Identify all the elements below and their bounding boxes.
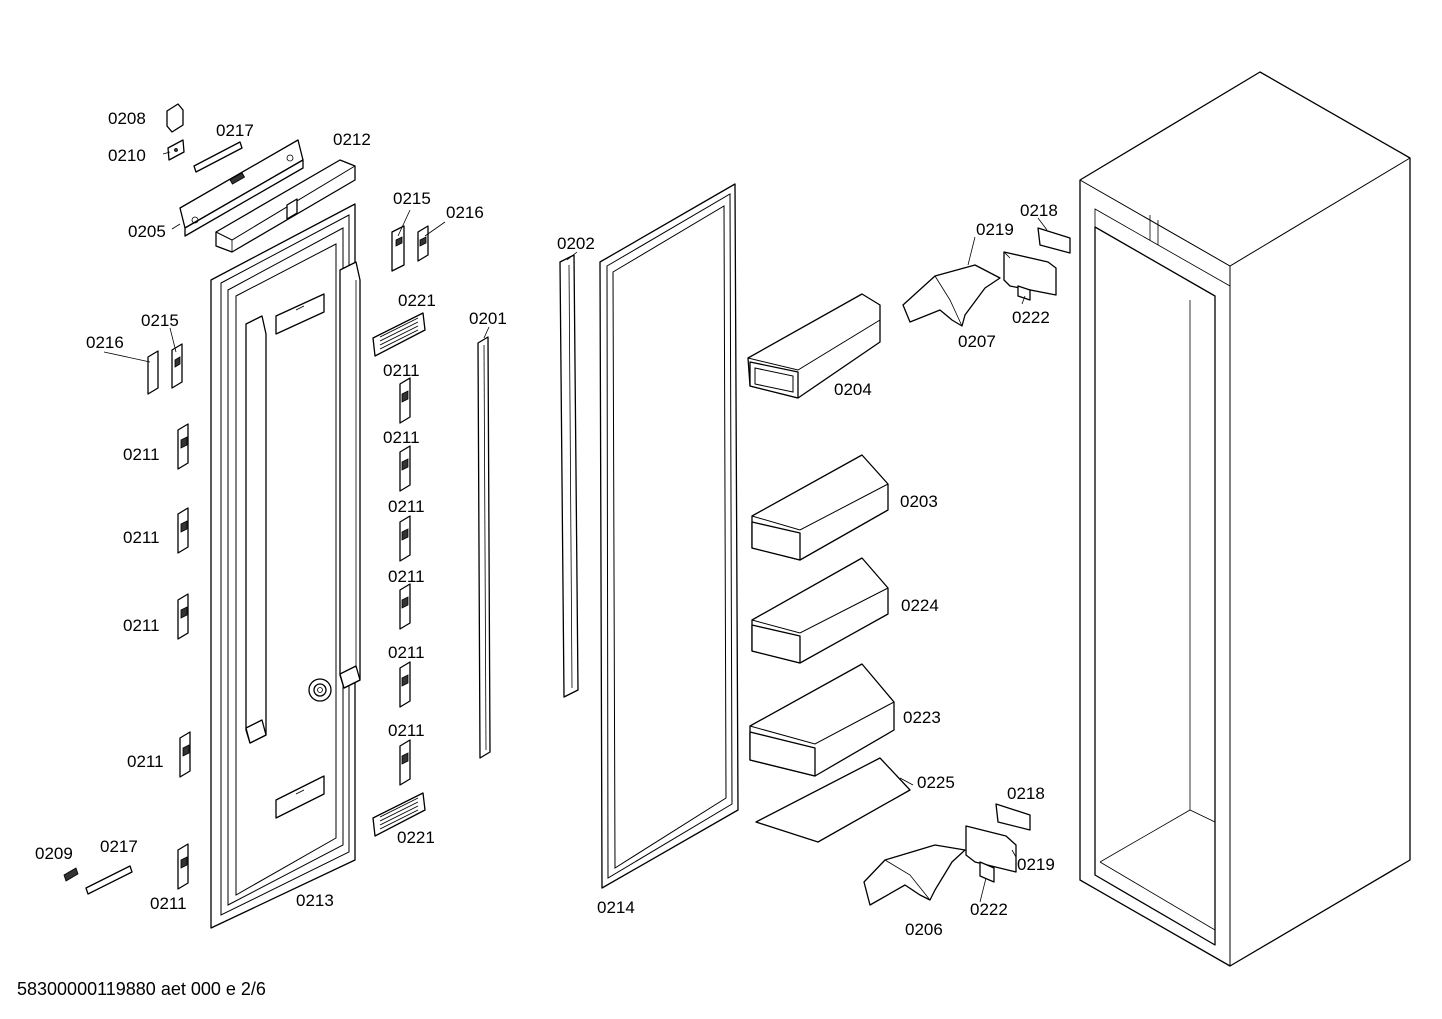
label-0205: 0205 — [128, 222, 166, 241]
label-0211-r6: 0211 — [388, 721, 425, 740]
label-0208: 0208 — [108, 109, 146, 128]
label-0216-left: 0216 — [86, 333, 124, 352]
label-0223: 0223 — [903, 708, 941, 727]
label-0218-bottom: 0218 — [1007, 784, 1045, 803]
label-0214: 0214 — [597, 898, 635, 917]
label-0204: 0204 — [834, 380, 872, 399]
label-0224: 0224 — [901, 596, 939, 615]
vent-grilles — [372, 312, 426, 837]
label-0206: 0206 — [905, 920, 943, 939]
label-0215-left: 0215 — [141, 311, 179, 330]
label-0213: 0213 — [296, 891, 334, 910]
door-bins — [747, 293, 911, 843]
label-0215-top: 0215 — [393, 189, 431, 208]
label-0221-bottom: 0221 — [397, 828, 435, 847]
label-0211-r3: 0211 — [388, 497, 425, 516]
label-0210: 0210 — [108, 146, 146, 165]
label-0201: 0201 — [469, 309, 507, 328]
label-0216-top: 0216 — [446, 203, 484, 222]
label-0211-l4: 0211 — [127, 752, 164, 771]
label-0219-bottom: 0219 — [1017, 855, 1055, 874]
label-0202: 0202 — [557, 234, 595, 253]
top-hinge-assembly — [166, 103, 356, 253]
label-0211-l2: 0211 — [123, 528, 160, 547]
bottom-right-hinge — [863, 803, 1031, 906]
cabinet-housing — [1079, 71, 1411, 967]
label-0211-r4: 0211 — [388, 567, 425, 586]
label-0217-top: 0217 — [216, 121, 254, 140]
document-reference: 58300000119880 aet 000 e 2/6 — [17, 979, 266, 999]
label-0211-r1: 0211 — [383, 361, 420, 380]
door-shelf-supports-left — [177, 423, 191, 890]
label-0211-l5: 0211 — [150, 894, 187, 913]
label-0222-bottom: 0222 — [970, 900, 1008, 919]
label-0211-r2: 0211 — [383, 428, 420, 447]
top-right-hinge — [902, 227, 1071, 327]
label-0222-top: 0222 — [1012, 308, 1050, 327]
part-labels: 0208 0210 0217 0212 0205 0215 0216 0202 … — [35, 109, 1058, 939]
label-0219-top: 0219 — [976, 220, 1014, 239]
label-0225: 0225 — [917, 773, 955, 792]
label-0209: 0209 — [35, 844, 73, 863]
door-gasket — [599, 183, 739, 889]
sealing-strips — [477, 254, 579, 759]
door-frame — [210, 203, 361, 929]
label-0221-top: 0221 — [398, 291, 436, 310]
door-shelf-supports-right — [399, 377, 411, 786]
label-0207: 0207 — [958, 332, 996, 351]
label-0203: 0203 — [900, 492, 938, 511]
label-0217-bottom: 0217 — [100, 837, 138, 856]
label-0218-top: 0218 — [1020, 201, 1058, 220]
bottom-small-parts — [63, 865, 133, 895]
label-0211-l1: 0211 — [123, 445, 160, 464]
label-0211-l3: 0211 — [123, 616, 160, 635]
leader-lines — [103, 151, 1048, 903]
label-0211-r5: 0211 — [388, 643, 425, 662]
label-0212: 0212 — [333, 130, 371, 149]
hinge-bracket-group — [147, 225, 429, 395]
